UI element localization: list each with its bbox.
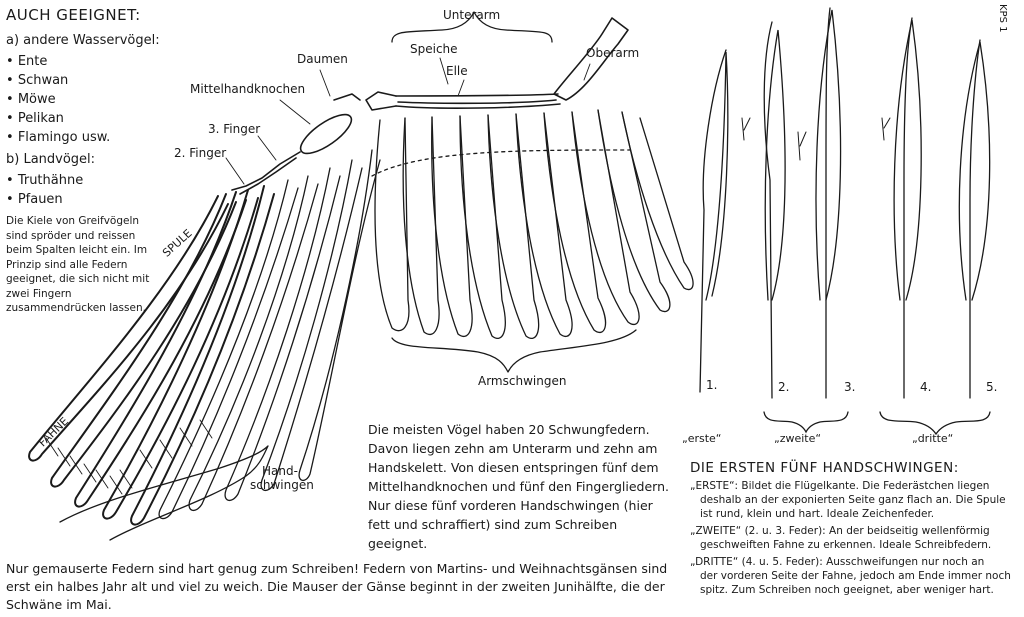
feather-number-1: 1.	[706, 378, 717, 392]
label-mittelhandknochen: Mittelhandknochen	[190, 82, 305, 96]
feather-number-2: 2.	[778, 380, 789, 394]
b-heading: b) Landvögel:	[6, 152, 95, 167]
list-item: Möwe	[6, 90, 110, 109]
list-item: Ente	[6, 52, 110, 71]
five-feathers	[700, 8, 990, 434]
label-handschwingen: Hand- schwingen	[250, 464, 310, 492]
label-unterarm: Unterarm	[443, 8, 500, 22]
armschwingen-brace	[392, 330, 636, 372]
feather-number-4: 4.	[920, 380, 931, 394]
definition-continuation: der vorderen Seite der Fahne, jedoch am …	[690, 569, 1016, 597]
feather-3	[798, 8, 841, 398]
definition-term: „DRITTE“	[690, 556, 738, 568]
list-item: Schwan	[6, 71, 110, 90]
definition-term: „ZWEITE“	[690, 525, 741, 537]
feather-5	[959, 40, 989, 398]
label-elle: Elle	[446, 64, 468, 78]
left-note: Die Kiele von Greifvögeln sind spröder u…	[6, 214, 160, 316]
center-paragraph: Die meisten Vögel haben 20 Schwungfedern…	[368, 420, 676, 553]
definitions-panel: DIE ERSTEN FÜNF HANDSCHWINGEN: „ERSTE“: …	[690, 460, 1016, 600]
left-title: AUCH GEEIGNET:	[6, 6, 141, 24]
definition-text: (4. u. 5. Feder): Ausschweifungen nur no…	[742, 556, 985, 568]
corner-code: KPS 1	[997, 4, 1008, 32]
armschwingen-feathers	[372, 110, 693, 338]
label-finger3: 3. Finger	[208, 122, 260, 136]
label-finger2: 2. Finger	[174, 146, 226, 160]
feather-1	[700, 50, 728, 392]
label-daumen: Daumen	[297, 52, 348, 66]
a-list: Ente Schwan Möwe Pelikan Flamingo usw.	[6, 52, 110, 147]
feather-4	[882, 18, 921, 398]
b-list: Truthähne Pfauen	[6, 171, 83, 209]
handschwingen-brace	[60, 446, 268, 540]
label-handschwingen-line1: Hand-	[250, 464, 310, 478]
label-oberarm: Oberarm	[586, 46, 639, 60]
group-zweite: „zweite“	[774, 432, 821, 445]
definition-text: Bildet die Flügelkante. Die Federästchen…	[741, 480, 989, 492]
label-speiche: Speiche	[410, 42, 458, 56]
feather-number-5: 5.	[986, 380, 997, 394]
feather-number-3: 3.	[844, 380, 855, 394]
definition-dritte: „DRITTE“ (4. u. 5. Feder): Ausschweifung…	[690, 555, 1016, 597]
list-item: Flamingo usw.	[6, 128, 110, 147]
label-handschwingen-line2: schwingen	[250, 478, 310, 492]
list-item: Pelikan	[6, 109, 110, 128]
a-heading: a) andere Wasservögel:	[6, 33, 160, 48]
group-dritte: „dritte“	[912, 432, 953, 445]
label-armschwingen: Armschwingen	[478, 374, 566, 388]
definition-term: „ERSTE“:	[690, 480, 738, 492]
definition-continuation: geschweiften Fahne zu erkennen. Ideale S…	[690, 538, 1016, 552]
list-item: Truthähne	[6, 171, 83, 190]
definitions-title: DIE ERSTEN FÜNF HANDSCHWINGEN:	[690, 460, 1016, 476]
feather-2	[742, 22, 785, 398]
definition-text: (2. u. 3. Feder): An der beidseitig well…	[745, 525, 990, 537]
definition-zweite: „ZWEITE“ (2. u. 3. Feder): An der beidse…	[690, 524, 1016, 552]
bottom-paragraph: Nur gemauserte Federn sind hart genug zu…	[6, 560, 690, 614]
list-item: Pfauen	[6, 190, 83, 209]
definition-continuation: deshalb an der exponierten Seite ganz fl…	[690, 493, 1016, 521]
group-erste: „erste“	[682, 432, 722, 445]
definition-erste: „ERSTE“: Bildet die Flügelkante. Die Fed…	[690, 479, 1016, 521]
